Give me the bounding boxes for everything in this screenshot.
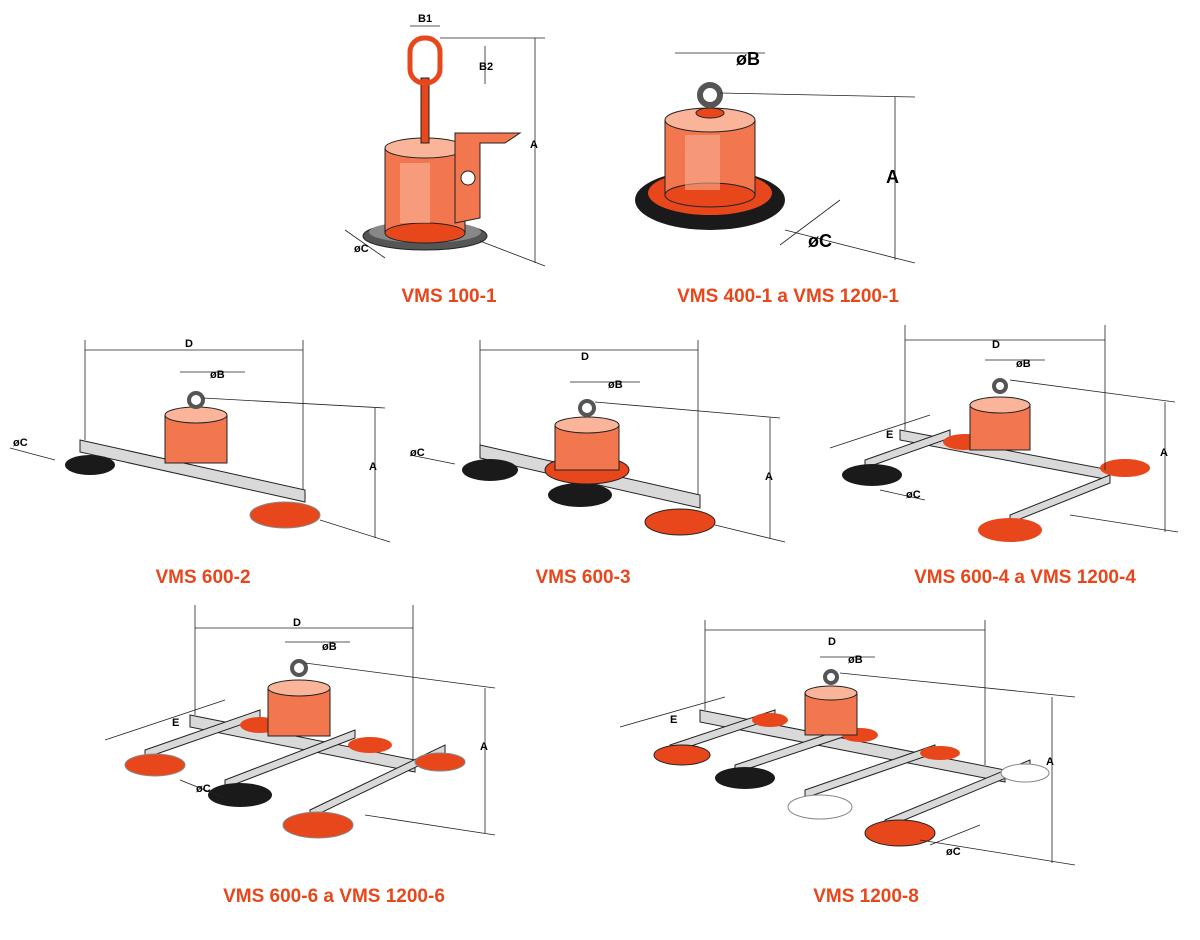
dim-label-diameter-b: øB	[1016, 358, 1031, 370]
diagram-vms-600-2: D øB A øC	[9, 338, 391, 543]
suction-pad	[348, 737, 392, 753]
diagram-vms-1200-8: D øB A E øC	[619, 620, 1076, 866]
dim-label-diameter-b: øB	[848, 654, 863, 666]
diagram-vms-600-1200-6: D øB A E øC	[104, 605, 496, 839]
cylinder-top	[267, 679, 331, 697]
suction-pad	[644, 508, 716, 536]
dim-label-d: D	[992, 339, 1000, 351]
figure-caption: VMS 600-6 a VMS 1200-6	[223, 886, 445, 907]
dim-label-diameter-c: øC	[410, 447, 425, 459]
dim-label-diameter-c: øC	[946, 846, 961, 858]
dim-label-e: E	[172, 717, 179, 729]
dim-label-d: D	[185, 338, 193, 350]
lifting-eye	[578, 399, 596, 417]
chain	[420, 77, 430, 144]
dim-label-d: D	[293, 617, 301, 629]
dim-label-diameter-b: øB	[210, 369, 225, 381]
lifting-eye	[823, 669, 839, 685]
suction-pad	[249, 501, 321, 529]
dim-label-a: A	[765, 471, 773, 483]
figure-vms-400-1200-1: øB A øC	[630, 35, 920, 275]
lifting-ring	[407, 35, 443, 86]
dim-label-e: E	[670, 714, 677, 726]
dim-label-a: A	[1046, 756, 1054, 768]
suction-pad	[282, 811, 354, 839]
dim-label-e: E	[886, 429, 893, 441]
beam	[79, 439, 306, 503]
cap	[695, 107, 725, 119]
figure-caption: VMS 1200-8	[813, 886, 919, 907]
figure-vms-600-1200-4: D øB A E øC	[820, 320, 1180, 550]
dim-label-diameter-c: øC	[13, 437, 28, 449]
dim-label-a: A	[886, 167, 899, 187]
figure-caption: VMS 600-2	[155, 567, 251, 588]
suction-pad	[548, 483, 612, 507]
lifting-eye	[992, 378, 1008, 394]
cylinder-top	[969, 396, 1031, 414]
dim-label-a: A	[369, 461, 377, 473]
cylinder-window	[400, 163, 430, 223]
gauge	[460, 170, 476, 186]
suction-pad	[208, 783, 272, 807]
cross-beam	[1009, 474, 1111, 524]
figure-caption: VMS 100-1	[401, 286, 497, 307]
suction-pad	[864, 819, 936, 847]
lifting-eye	[187, 391, 205, 409]
suction-pad	[462, 459, 518, 481]
dim-label-a: A	[530, 139, 538, 151]
suction-pad	[414, 752, 466, 772]
diagram-vms-600-3: D øB A øC	[409, 340, 786, 543]
cylinder-top	[804, 685, 858, 701]
suction-pad	[1100, 459, 1150, 477]
suction-pad	[124, 753, 186, 777]
dim-label-diameter-b: øB	[608, 379, 623, 391]
figure-vms-600-3: D øB A øC	[405, 330, 805, 560]
cylinder-window	[685, 135, 720, 190]
figure-caption: VMS 400-1 a VMS 1200-1	[677, 286, 899, 307]
suction-pad	[752, 713, 788, 727]
lifting-eye	[697, 82, 723, 108]
dim-label-b2: B2	[479, 61, 493, 73]
suction-pad	[715, 767, 775, 789]
figure-caption: VMS 600-4 a VMS 1200-4	[914, 567, 1136, 588]
suction-pad	[65, 455, 115, 475]
suction-pad	[978, 518, 1042, 542]
dim-label-diameter-c: øC	[354, 243, 369, 255]
lifting-eye	[290, 659, 308, 677]
diagram-vms-400-1200-1: øB A øC	[635, 49, 916, 264]
side-bracket	[454, 132, 522, 224]
dim-label-diameter-c: øC	[808, 231, 832, 251]
cylinder-top	[164, 406, 228, 424]
dim-label-diameter-c: øC	[906, 489, 921, 501]
cylinder-bottom	[384, 222, 466, 244]
suction-pad	[653, 744, 711, 766]
dim-label-diameter-b: øB	[322, 641, 337, 653]
figure-caption: VMS 600-3	[535, 567, 631, 588]
cylinder-body	[267, 687, 331, 737]
cylinder-top	[554, 416, 620, 434]
main-beam	[699, 709, 1006, 783]
dim-label-diameter-b: øB	[736, 49, 760, 69]
dim-label-d: D	[581, 351, 589, 363]
figure-vms-600-2: D øB A øC	[5, 320, 405, 550]
suction-pad	[842, 464, 902, 486]
suction-pad	[787, 794, 853, 820]
dim-label-d: D	[828, 636, 836, 648]
dim-label-diameter-c: øC	[196, 783, 211, 795]
figure-vms-600-1200-6: D øB A E øC	[100, 600, 520, 845]
suction-pad	[920, 746, 960, 760]
suction-pad	[1000, 763, 1050, 783]
figure-vms-100-1: A B1 B2 øC	[330, 8, 560, 283]
dim-label-b1: B1	[418, 13, 432, 25]
diagram-vms-100-1: A B1 B2 øC	[344, 13, 546, 267]
diagram-vms-600-1200-4: D øB A E øC	[829, 325, 1179, 542]
dim-label-a: A	[1160, 447, 1168, 459]
dim-label-a: A	[480, 741, 488, 753]
figure-vms-1200-8: D øB A E øC	[619, 615, 1080, 870]
